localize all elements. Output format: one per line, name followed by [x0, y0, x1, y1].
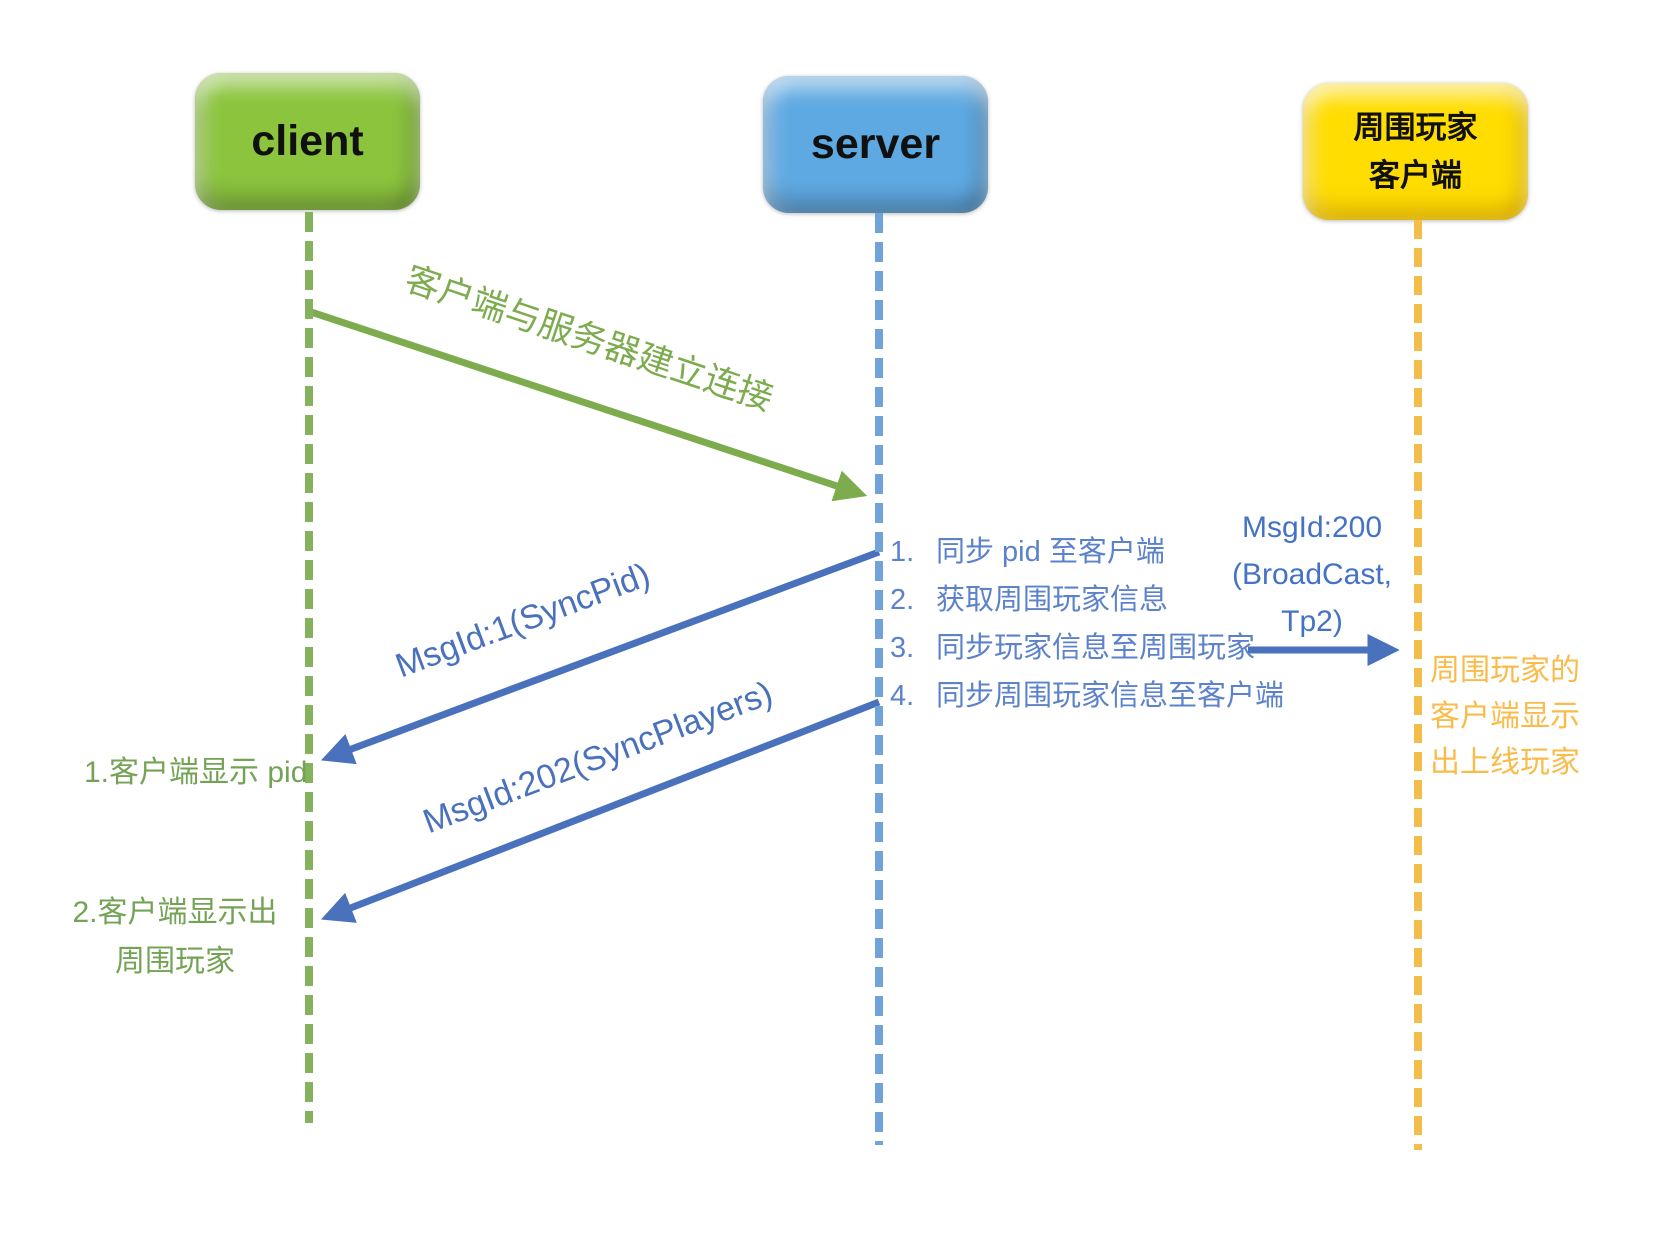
- neighbor-note: 周围玩家的 客户端显示 出上线玩家: [1430, 648, 1580, 786]
- actor-box-server: server: [763, 76, 988, 213]
- server-steps-list: 1. 同步 pid 至客户端 2. 获取周围玩家信息 3. 同步玩家信息至周围玩…: [890, 528, 1284, 720]
- broadcast-line2: (BroadCast,: [1231, 558, 1393, 591]
- neighbor-note-line2: 客户端显示: [1430, 700, 1580, 733]
- client-note-show-players-line2: 周围玩家: [115, 945, 235, 978]
- server-step-1: 1. 同步 pid 至客户端: [890, 528, 1284, 576]
- step-text: 同步 pid 至客户端: [936, 536, 1165, 568]
- step-text: 同步周围玩家信息至客户端: [936, 680, 1285, 712]
- actor-label-client: client: [251, 117, 364, 165]
- step-number: 1.: [890, 536, 915, 568]
- step-text: 同步玩家信息至周围玩家: [936, 632, 1256, 664]
- server-step-3: 3. 同步玩家信息至周围玩家: [890, 624, 1284, 672]
- actor-box-neighbor-clients: 周围玩家 客户端: [1303, 83, 1528, 220]
- client-note-show-pid: 1.客户端显示 pid: [84, 756, 308, 789]
- neighbor-note-line3: 出上线玩家: [1430, 746, 1580, 779]
- actor-label-neighbors-line2: 客户端: [1369, 157, 1462, 193]
- step-number: 4.: [890, 680, 915, 712]
- message-label-syncpid: MsgId:1(SyncPid): [390, 555, 656, 686]
- lifeline-neighbor-clients: [1414, 220, 1422, 1150]
- step-number: 2.: [890, 584, 915, 616]
- message-label-connect: 客户端与服务器建立连接: [400, 259, 778, 419]
- step-text: 获取周围玩家信息: [936, 584, 1169, 616]
- message-label-syncplayers: MsgId:202(SyncPlayers): [417, 674, 778, 842]
- lifeline-client: [305, 212, 313, 1123]
- client-note-show-players: 2.客户端显示出 周围玩家: [68, 888, 282, 986]
- broadcast-line3: Tp2): [1281, 605, 1343, 638]
- broadcast-line1: MsgId:200: [1241, 511, 1383, 544]
- server-step-2: 2. 获取周围玩家信息: [890, 576, 1284, 624]
- actor-label-neighbors-line1: 周围玩家: [1353, 109, 1478, 145]
- lifeline-server: [875, 213, 883, 1145]
- client-note-show-players-line1: 2.客户端显示出: [72, 896, 278, 929]
- neighbor-note-line1: 周围玩家的: [1430, 654, 1580, 687]
- step-number: 3.: [890, 632, 915, 664]
- actor-label-server: server: [810, 120, 941, 168]
- actor-box-client: client: [195, 73, 420, 210]
- server-step-4: 4. 同步周围玩家信息至客户端: [890, 672, 1284, 720]
- message-label-broadcast: MsgId:200 (BroadCast, Tp2): [1217, 504, 1407, 645]
